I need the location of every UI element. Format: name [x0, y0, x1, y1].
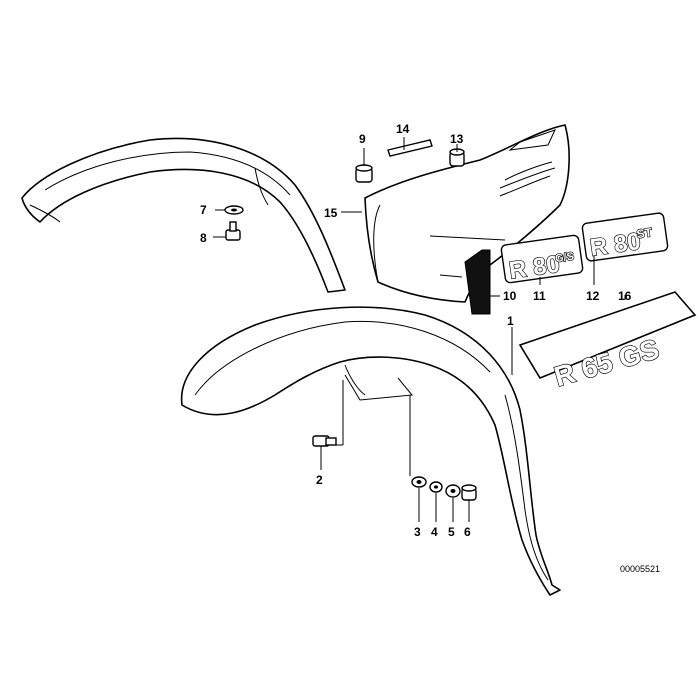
leader-lines [213, 137, 626, 522]
label-12: 12 [586, 289, 600, 303]
part-8-screw [225, 221, 241, 241]
part-labels: 9 14 13 7 8 15 10 11 12 16 1 2 3 4 5 6 [200, 122, 632, 539]
label-5: 5 [448, 525, 455, 539]
part-2-screw [312, 435, 337, 447]
label-14: 14 [396, 122, 410, 136]
svg-text:R 80: R 80 [507, 251, 561, 285]
part-6-cap-nut [461, 484, 477, 501]
emblem-r80-st: R 80 ST [581, 212, 669, 262]
svg-text:G/S: G/S [554, 251, 574, 266]
rear-fender [21, 137, 346, 293]
label-2: 2 [316, 473, 323, 487]
label-10: 10 [503, 289, 517, 303]
svg-text:ST: ST [636, 225, 654, 241]
part-7-washer [224, 205, 244, 215]
part-3-nut [411, 476, 427, 488]
label-7: 7 [200, 203, 207, 217]
front-fender [180, 306, 561, 596]
label-15: 15 [324, 206, 338, 220]
svg-text:R 80: R 80 [588, 228, 642, 262]
label-13: 13 [450, 132, 464, 146]
label-4: 4 [431, 525, 438, 539]
drawing-number: 00005521 [620, 564, 660, 574]
side-cover [364, 124, 570, 303]
part-9-grommet [355, 164, 373, 183]
label-11: 11 [533, 289, 546, 303]
label-9: 9 [359, 132, 366, 146]
label-8: 8 [200, 231, 207, 245]
label-16: 16 [618, 289, 632, 303]
part-14-strip [387, 139, 433, 157]
emblem-r65-gs: R 65 GS [518, 291, 697, 393]
part-5-nut [445, 484, 461, 498]
part-4-washer [429, 481, 443, 493]
decal-strip [464, 249, 491, 315]
label-3: 3 [414, 525, 421, 539]
label-6: 6 [464, 525, 471, 539]
label-1: 1 [507, 314, 514, 328]
